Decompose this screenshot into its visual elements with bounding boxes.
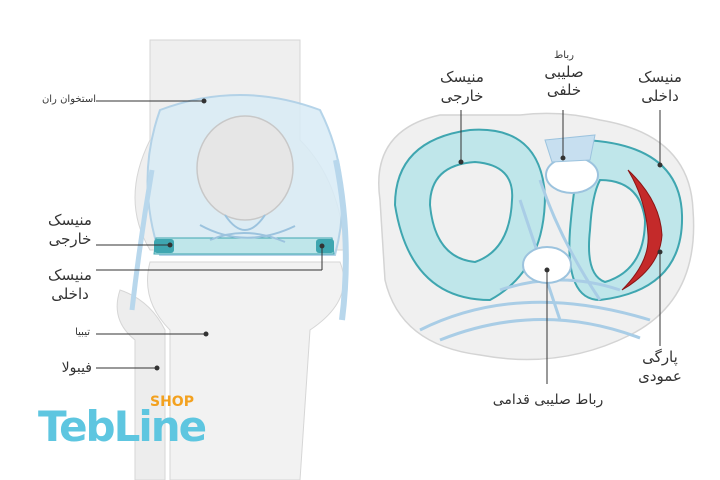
- label-medial-meniscus-right: منیسک داخلی: [628, 68, 692, 106]
- label-pcl-l3: خلفی: [546, 81, 582, 100]
- tibia-leader-dot: [203, 331, 209, 337]
- label-vertical-tear: پارگی عمودی: [628, 348, 692, 386]
- label-lateral-meniscus-right: منیسک خارجی: [430, 68, 494, 106]
- label-pcl-l1: رباط: [554, 50, 574, 61]
- fibula-bone: [116, 289, 166, 480]
- tibial-plateau-top-view: [378, 110, 695, 384]
- medial-meniscus-edge: [316, 239, 334, 253]
- meniscus-band: [153, 237, 335, 255]
- label-vertical-tear-l2: عمودی: [638, 366, 682, 385]
- label-medial-meniscus-left-l2: داخلی: [51, 284, 89, 303]
- plateau-ligament-fibers: [419, 179, 651, 342]
- lateral-collateral-ligament: [129, 169, 155, 311]
- knee-front-view: [96, 39, 349, 480]
- tebline-logo: TebLine SHOP: [36, 394, 207, 458]
- label-acl: رباط صلیبی قدامی: [492, 392, 604, 408]
- label-lateral-meniscus-right-l2: خارجی: [440, 86, 484, 105]
- medial-meniscus-leader-dot: [319, 243, 325, 249]
- label-femur: استخوان ران: [41, 94, 96, 105]
- rt-acl-dot: [544, 267, 550, 273]
- lateral-meniscus-edge: [154, 239, 174, 253]
- femur-leader-dot: [201, 98, 207, 104]
- rt-tear-dot: [657, 249, 663, 255]
- label-medial-meniscus-right-l2: داخلی: [641, 86, 679, 105]
- label-pcl: رباط صلیبی خلفی: [534, 50, 594, 100]
- vertical-tear: [621, 169, 663, 291]
- rt-lateral-meniscus-dot: [458, 159, 464, 165]
- fibula-leader-dot: [154, 365, 160, 371]
- label-vertical-tear-l1: پارگی: [642, 348, 678, 366]
- lateral-meniscus-leader-dot: [167, 242, 173, 248]
- rt-medial-meniscus-dot: [657, 162, 663, 168]
- rt-pcl-dot: [560, 155, 566, 161]
- label-lateral-meniscus-left-l1: منیسک: [48, 211, 92, 229]
- label-pcl-l2: صلیبی: [544, 62, 584, 81]
- ligament-fibers: [199, 214, 296, 243]
- label-medial-meniscus-left: منیسک داخلی: [42, 266, 98, 304]
- patella: [196, 115, 294, 221]
- medial-collateral-ligament: [333, 159, 349, 321]
- label-tibia: تیبیا: [75, 327, 90, 338]
- label-medial-meniscus-left-l1: منیسک: [48, 266, 92, 284]
- label-lateral-meniscus-left-l2: خارجی: [48, 229, 92, 248]
- pcl-band: [544, 134, 596, 163]
- label-fibula: فیبولا: [61, 360, 92, 376]
- logo-wordmark: TebLine: [38, 402, 207, 451]
- logo-shop: SHOP: [150, 394, 194, 410]
- label-medial-meniscus-right-l1: منیسک: [638, 68, 682, 86]
- label-lateral-meniscus-right-l1: منیسک: [440, 68, 484, 86]
- label-lateral-meniscus-left: منیسک خارجی: [42, 211, 98, 249]
